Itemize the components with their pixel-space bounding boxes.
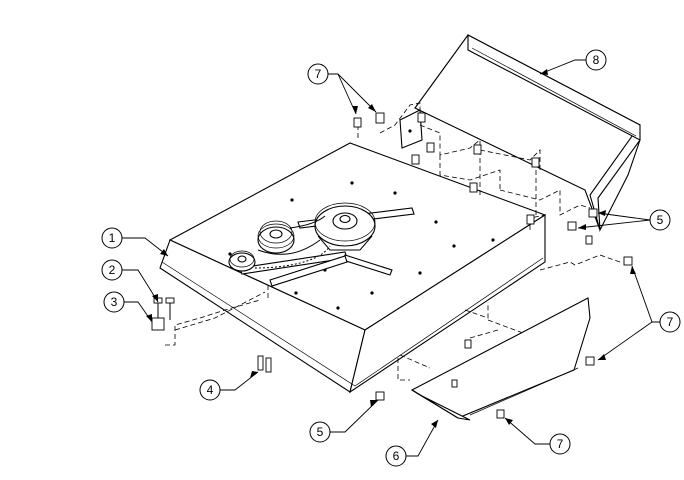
small-pulley [228,250,256,272]
callout-5-right[interactable]: 5 [577,209,671,231]
callout-6[interactable]: 6 [385,419,439,467]
callout-4[interactable]: 4 [199,371,259,401]
svg-text:3: 3 [111,295,118,309]
svg-text:2: 2 [109,263,116,277]
drive-belt [254,215,331,269]
rear-shield [399,34,641,233]
svg-text:1: 1 [109,231,116,245]
callout-5-bottom[interactable]: 5 [309,399,379,443]
svg-text:7: 7 [667,315,674,329]
callout-1[interactable]: 1 [101,227,169,257]
svg-text:8: 8 [593,53,600,67]
svg-text:6: 6 [393,449,400,463]
svg-text:5: 5 [317,425,324,439]
callout-7-top[interactable]: 7 [307,63,377,115]
callout-7-right[interactable]: 7 [597,265,681,361]
large-pulley [314,202,376,251]
svg-text:7: 7 [557,437,564,451]
svg-text:5: 5 [657,213,664,227]
svg-text:7: 7 [315,67,322,81]
medium-pulley [257,220,295,254]
callout-7-bottom[interactable]: 7 [504,417,571,455]
shield-hardware [353,112,598,245]
svg-text:4: 4 [207,383,214,397]
callout-8[interactable]: 8 [539,49,607,75]
callout-3[interactable]: 3 [103,291,153,323]
callout-2[interactable]: 2 [101,259,159,303]
discharge-deflector [410,297,591,421]
